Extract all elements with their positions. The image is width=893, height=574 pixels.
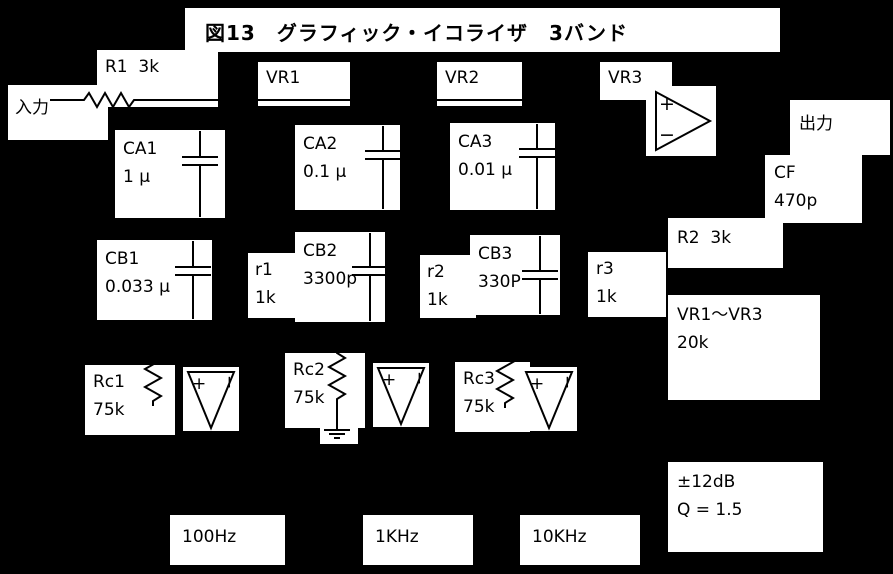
rc3-label-box: Rc3 75k xyxy=(455,362,530,432)
vr-group-label-box: VR1〜VR3 20k xyxy=(668,295,820,400)
diagram-title: 図13 グラフィック・イコライザ 3バンド xyxy=(205,21,628,45)
vr1-label-box: VR1 xyxy=(258,62,350,106)
rc1-label-box: Rc1 75k xyxy=(85,365,175,435)
opamp-band2: + − xyxy=(373,363,429,427)
r1-small-name: r1 xyxy=(255,260,273,280)
opamp-band3-minus: − xyxy=(557,375,577,389)
vr1-label: VR1 xyxy=(266,68,301,88)
opamp-output-minus: − xyxy=(659,124,675,146)
opamp-band2-minus: − xyxy=(409,371,429,385)
r1-small-value: 1k xyxy=(255,288,276,309)
band-low-label-box: 100Hz xyxy=(170,515,285,565)
opamp-band2-plus: + xyxy=(382,370,396,390)
rc2-name: Rc2 xyxy=(293,360,325,380)
rc1-name: Rc1 xyxy=(93,372,125,392)
cb3-name: CB3 xyxy=(478,244,513,264)
spec-label-box: ±12dB Q = 1.5 xyxy=(668,462,823,552)
cb2-name: CB2 xyxy=(303,241,338,261)
vr2-label: VR2 xyxy=(445,68,480,88)
ca2-value: 0.1 μ xyxy=(303,162,347,183)
diagram-title-box: 図13 グラフィック・イコライザ 3バンド xyxy=(185,8,780,52)
cb3-label-box: CB3 330P xyxy=(470,235,560,315)
vr-group-value: 20k xyxy=(677,333,709,354)
output-label: 出力 xyxy=(799,114,833,134)
opamp-band1-plus: + xyxy=(192,374,206,394)
band-low-label: 100Hz xyxy=(182,527,237,547)
r3-small-label-box: r3 1k xyxy=(588,252,666,317)
cb3-value: 330P xyxy=(478,272,521,293)
rc2-value: 75k xyxy=(293,388,325,409)
r1-label-box: R1 3k xyxy=(97,50,218,107)
spec-gain: ±12dB xyxy=(677,472,736,492)
ca3-label-box: CA3 0.01 μ xyxy=(450,123,555,210)
cf-value: 470p xyxy=(774,191,818,212)
input-label: 入力 xyxy=(15,98,49,118)
vr-group-name: VR1〜VR3 xyxy=(677,305,763,325)
r1-label: R1 3k xyxy=(105,57,160,77)
r2-small-name: r2 xyxy=(427,262,445,282)
opamp-band3-plus: + xyxy=(530,374,544,394)
opamp-band1-triangle xyxy=(186,371,236,431)
rc3-name: Rc3 xyxy=(463,369,495,389)
r2-small-value: 1k xyxy=(427,290,448,311)
ca1-name: CA1 xyxy=(123,139,158,159)
r2-small-label-box: r2 1k xyxy=(420,255,476,318)
rc1-value: 75k xyxy=(93,400,125,421)
r2-label: R2 3k xyxy=(677,228,732,248)
r3-small-value: 1k xyxy=(596,287,617,308)
cb1-label-box: CB1 0.033 μ xyxy=(97,240,212,320)
r2-label-box: R2 3k xyxy=(668,218,783,268)
ca1-label-box: CA1 1 μ xyxy=(115,130,225,218)
cf-name: CF xyxy=(774,163,796,183)
vr2-label-box: VR2 xyxy=(437,62,522,106)
cb2-value: 3300p xyxy=(303,269,358,290)
output-label-box: 出力 xyxy=(790,100,890,155)
rc3-value: 75k xyxy=(463,397,495,418)
cf-label-box: CF 470p xyxy=(765,155,862,223)
cb1-name: CB1 xyxy=(105,249,140,269)
ca3-name: CA3 xyxy=(458,132,493,152)
cb1-value: 0.033 μ xyxy=(105,277,170,298)
vr3-label: VR3 xyxy=(608,68,643,88)
r3-small-name: r3 xyxy=(596,259,614,279)
opamp-band1-minus: − xyxy=(219,375,239,389)
band-mid-label: 1KHz xyxy=(375,527,419,547)
input-label-box: 入力 xyxy=(8,85,108,140)
r1-small-label-box: r1 1k xyxy=(248,253,302,318)
opamp-output-triangle xyxy=(655,90,713,152)
ca2-name: CA2 xyxy=(303,134,338,154)
ca2-label-box: CA2 0.1 μ xyxy=(295,125,400,210)
spec-q: Q = 1.5 xyxy=(677,500,743,521)
band-mid-label-box: 1KHz xyxy=(363,515,473,565)
band-high-label: 10KHz xyxy=(532,527,587,547)
ca3-value: 0.01 μ xyxy=(458,160,513,181)
vr3-label-box: VR3 xyxy=(600,62,672,100)
opamp-band1: + − xyxy=(183,367,239,431)
band-high-label-box: 10KHz xyxy=(520,515,640,565)
opamp-band2-triangle xyxy=(376,367,426,427)
cb2-label-box: CB2 3300p xyxy=(295,232,385,322)
rc2-label-box: Rc2 75k xyxy=(285,353,365,428)
opamp-band3-triangle xyxy=(524,371,574,431)
ca1-value: 1 μ xyxy=(123,167,151,188)
